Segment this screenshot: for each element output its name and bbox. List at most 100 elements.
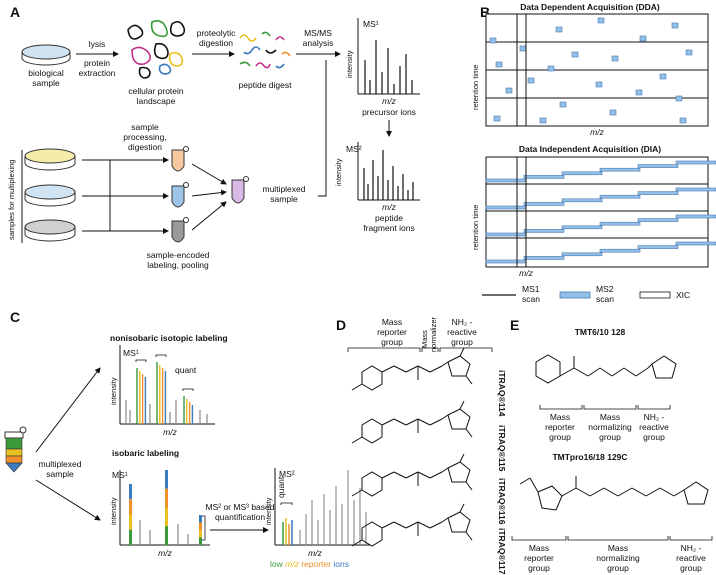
dia-ms2-window [637,245,679,249]
linker-bond [405,521,419,529]
n-o-bond [441,517,449,523]
dia-ms2-window [637,218,679,222]
legend-xic: XIC [676,290,690,300]
caption-ions: ions [333,559,349,569]
panel-label-d: D [336,317,346,333]
tube-orange-icon [171,146,189,172]
succinimide-ring [447,461,471,483]
d-mass-reporter-1: Mass [382,317,402,327]
caption-reporter: reporter [301,559,331,569]
dda-ms2-scan [685,49,693,56]
dda-title: Data Dependent Acquisition (DDA) [520,2,660,12]
dda-ms2-scan [675,95,683,102]
e2-mass-normalizing-2: normalizing [596,553,640,563]
linker-bond [381,418,395,426]
isobaric-stacked-peak [129,514,132,530]
ester-bond [429,418,443,426]
e2-mass-normalizing-3: group [607,563,629,573]
ms1-label-c2: MS¹ [112,470,128,480]
tube-gray-icon [171,217,189,243]
tmtpro-bond [529,477,539,493]
itraq-116-label: iTRAQ®116 [497,478,507,525]
d-nh2-3: group [451,337,473,347]
succinimide-ring [447,511,471,533]
dia-ms2-window [675,241,716,246]
dia-ms2-window [485,205,527,210]
carbonyl-bond [465,375,473,385]
multiplexed-label-c-1: multiplexed [39,459,82,469]
tmtpro-bond [673,489,685,497]
dda-ms2-scan [559,101,567,108]
dda-dia-legend [482,291,671,299]
caption-mz: m/z [285,559,299,569]
tmt6-bond [623,367,637,377]
sample-dish-blue-icon [24,184,76,207]
n-o-bond [441,414,449,420]
tmt6-bond [647,363,653,369]
multiplexed-sample-label-2: sample [270,194,298,204]
tmt6-bond [587,367,601,377]
succinimide-ring [447,408,471,430]
methyl-bond [351,436,363,444]
legend-ms2-1: MS2 [596,284,614,294]
ms2-label-c: MS² [279,469,295,479]
dda-ms2-scan [611,55,619,62]
protein-extraction-label-1: protein [84,58,110,68]
isobaric-stacked-peak [165,488,168,508]
dia-ms2-window [599,248,641,253]
linker-bond [393,521,407,529]
biological-sample-label-2: sample [32,78,60,88]
panel-label-b: B [480,4,490,20]
dia-plot [485,156,716,268]
peptide-digest-icon [239,31,291,69]
biological-sample-label-1: biological [28,68,64,78]
dda-ms2-scan [639,35,647,42]
tmtpro-bond [617,487,633,497]
tmt6-bond [611,367,625,377]
sample-encoded-label-2: labeling, pooling [147,260,209,270]
intensity-label-a2: intensity [334,158,343,186]
dia-ms2-window [561,225,603,230]
dia-ms2-window [561,171,603,176]
precursor-label: precursor ions [362,107,416,117]
dda-ms2-scan [495,61,503,68]
pyrrolidine-ring [537,485,563,511]
carbonyl-bond [465,428,473,438]
tmtpro-bond [589,487,605,497]
isobaric-title: isobaric labeling [112,448,179,458]
e1-mass-normalizing-2: normalizing [588,422,632,432]
quant-label-c1: quant [175,365,197,375]
mz-label-dia: m/z [519,268,533,278]
carbonyl-bond [459,503,465,513]
dia-ms2-window [523,202,565,206]
linker-bond [393,418,407,426]
piperazine-ring [361,521,383,547]
dia-ms2-window [599,221,641,226]
ms2-label-a: MS² [346,144,362,154]
e1-mass-normalizing-1: Mass [600,412,620,422]
linker-bond [405,365,419,373]
isobaric-stacked-peak [199,515,202,523]
isobaric-ms2-spectrum [274,468,370,546]
dda-ms2-scan [547,65,555,72]
dda-ms2-scan [505,87,513,94]
ester-bond [429,471,443,479]
caption-low: low [270,559,284,569]
linker-bond [381,521,395,529]
tmtpro-bond [659,487,675,497]
mz-label-c1: m/z [163,427,177,437]
carbonyl-bond [465,481,473,491]
proteolytic-label-2: digestion [199,38,233,48]
succinimide-ring [447,355,471,377]
dda-ms2-scan [571,51,579,58]
panel-label-c: C [10,309,20,325]
dda-ms2-scan [659,73,667,80]
e1-mass-normalizing-3: group [599,432,621,442]
dda-ms2-scan [679,117,687,124]
reporter-ions-caption: low m/z reporter ions [270,559,349,569]
ester-bond [429,521,443,529]
ms2-spectrum-a [357,142,420,201]
mz-label-a2: m/z [382,202,396,212]
